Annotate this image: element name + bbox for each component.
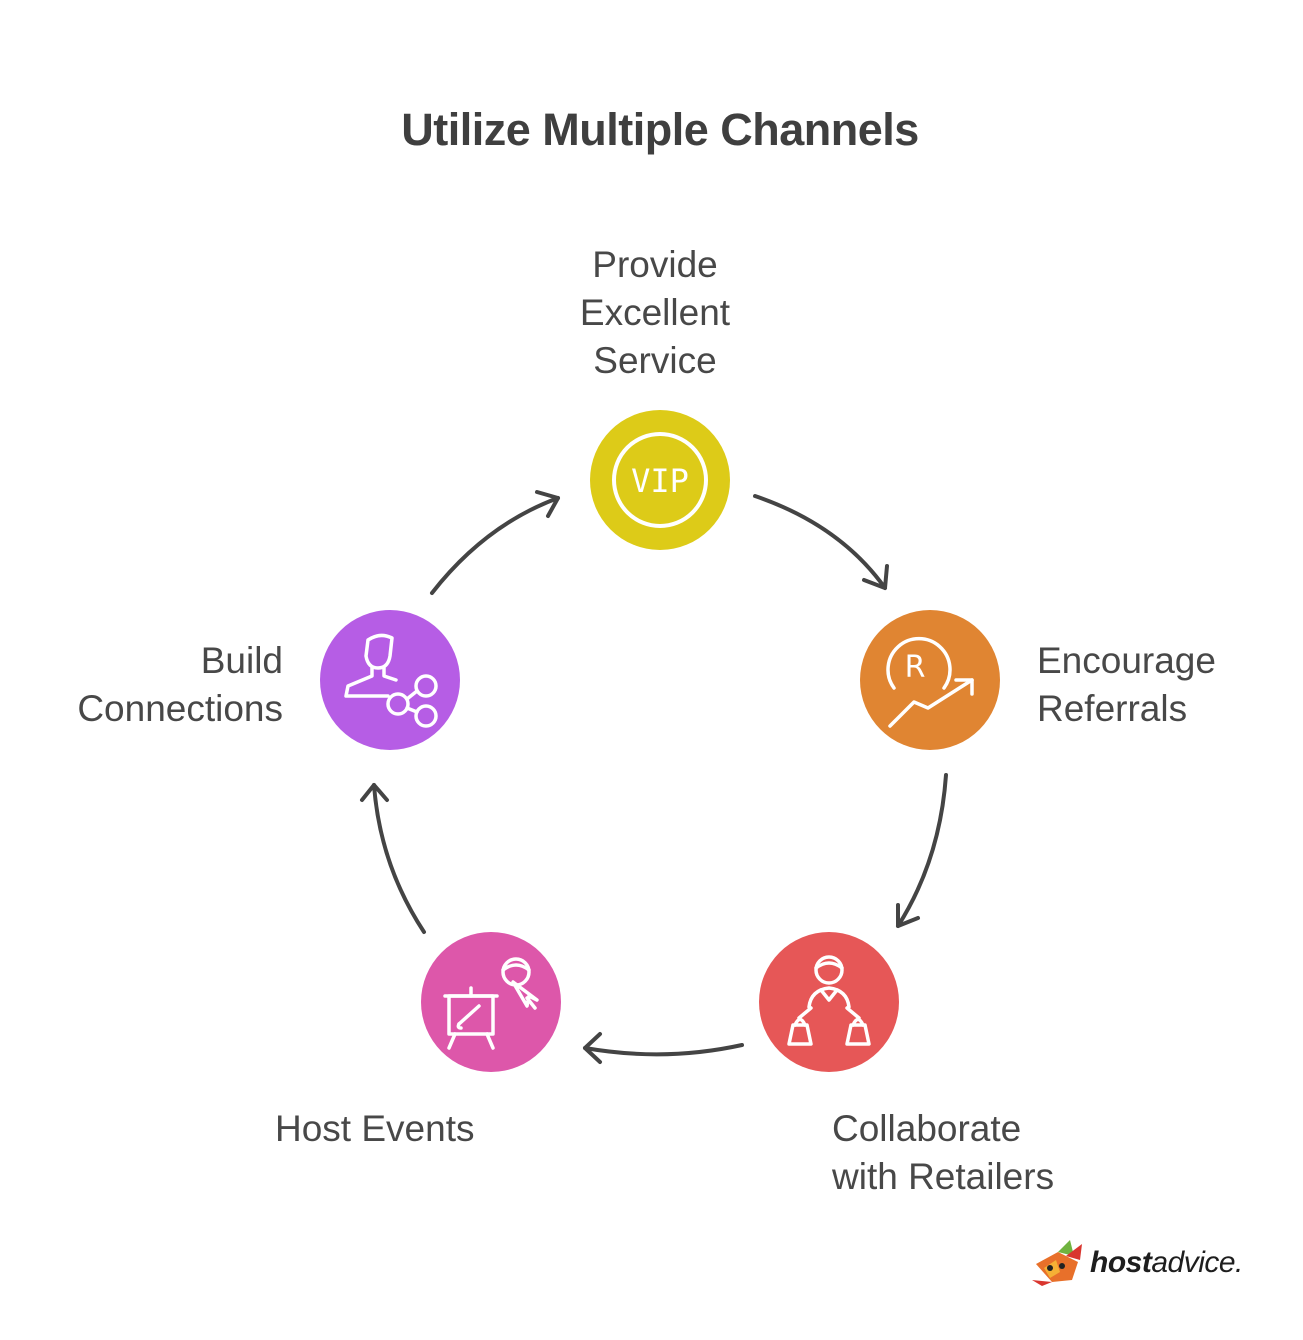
hostadvice-logo: hostadvice.	[1030, 1238, 1243, 1288]
retail-shopping-icon	[787, 955, 871, 1046]
node-provide-excellent-service: VIP	[590, 410, 730, 550]
svg-text:R: R	[905, 650, 926, 685]
referral-growth-icon: R	[886, 636, 974, 728]
label-collaborate-with-retailers: Collaborate with Retailers	[832, 1108, 1055, 1197]
arrow-referrals-to-retailers	[896, 773, 948, 928]
presentation-easel-icon	[443, 957, 539, 1050]
vip-badge-icon: VIP	[612, 432, 708, 528]
arrowhead-service-to-referrals	[862, 564, 889, 590]
fox-mascot-icon	[1032, 1240, 1082, 1286]
arrowhead-retailers-to-events	[583, 1032, 602, 1064]
label-build-connections: Build Connections	[77, 640, 283, 729]
node-encourage-referrals: R	[860, 610, 1000, 750]
label-host-events: Host Events	[275, 1108, 475, 1149]
label-encourage-referrals: Encourage Referrals	[1037, 640, 1216, 729]
diagram-title: Utilize Multiple Channels	[401, 104, 919, 155]
arrowhead-referrals-to-retailers	[896, 903, 920, 928]
user-network-icon	[344, 633, 438, 728]
arrow-connections-to-service	[430, 496, 560, 595]
node-build-connections	[320, 610, 460, 750]
svg-text:VIP: VIP	[631, 462, 689, 500]
arrow-service-to-referrals	[753, 494, 887, 590]
arrowhead-events-to-connections	[360, 783, 389, 802]
arrowhead-connections-to-service	[535, 490, 560, 518]
logo-wordmark: hostadvice.	[1090, 1246, 1243, 1279]
node-host-events	[421, 932, 561, 1072]
label-provide-excellent-service: Provide Excellent Service	[579, 244, 731, 381]
arrow-retailers-to-events	[583, 1043, 744, 1057]
node-collaborate-with-retailers	[759, 932, 899, 1072]
arrow-events-to-connections	[372, 783, 426, 934]
